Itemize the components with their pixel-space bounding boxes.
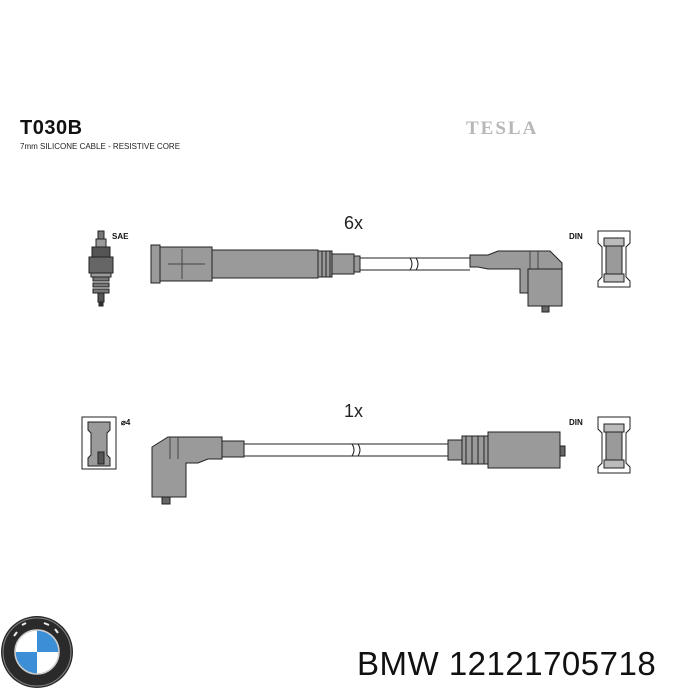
bmw-roundel-icon: [1, 616, 73, 688]
din-terminal-icon: [597, 230, 631, 288]
phi4-terminal-icon: [81, 416, 117, 470]
cable-description: 7mm SILICONE CABLE - RESISTIVE CORE: [20, 142, 181, 151]
kit-code: T030B: [20, 117, 83, 139]
din-angled-boot: [469, 250, 563, 313]
top-right-label: DIN: [569, 232, 583, 241]
top-left-label: SAE: [112, 232, 129, 241]
angled-boot-left: [151, 436, 245, 505]
brand-mark: TESLA: [466, 118, 539, 139]
bottom-wire-quantity: 1x: [344, 401, 364, 421]
din-terminal-icon-bottom: [597, 416, 631, 474]
bottom-left-label: ⌀4: [121, 418, 131, 427]
cable-bottom: [244, 443, 448, 457]
sae-boot: [150, 244, 361, 284]
bottom-right-label: DIN: [569, 418, 583, 427]
straight-boot-right: [447, 431, 566, 469]
top-wire-quantity: 6x: [344, 213, 364, 233]
cable-top: [360, 257, 470, 271]
spark-plug-icon: [88, 230, 114, 307]
part-number: BMW 12121705718: [357, 645, 657, 682]
